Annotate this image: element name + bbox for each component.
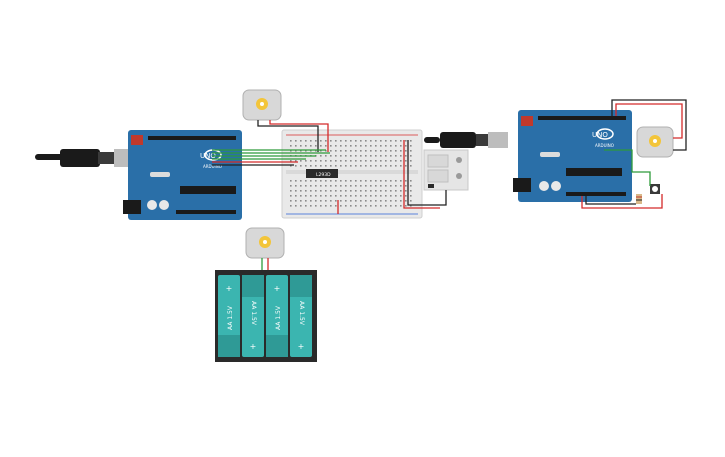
svg-text:AA 1.5V: AA 1.5V: [275, 305, 282, 330]
microcontroller-chip: [566, 168, 622, 176]
arduino-board-right[interactable]: UNO ARDUINO: [513, 110, 632, 202]
battery-cell-2: + AA 1.5V: [242, 275, 264, 357]
board-maker-label: ARDUINO: [595, 143, 614, 148]
svg-text:AA 1.5V: AA 1.5V: [298, 301, 305, 326]
svg-text:+: +: [250, 342, 257, 351]
push-button[interactable]: [650, 184, 660, 194]
usb-cable-left: [35, 149, 136, 167]
svg-text:AA 1.5V: AA 1.5V: [227, 305, 234, 330]
breadboard[interactable]: L293D: [281, 129, 423, 219]
dc-motor-bottom[interactable]: [245, 227, 285, 259]
reset-button[interactable]: [131, 135, 143, 145]
arduino-board-left[interactable]: UNO ARDUINO: [123, 130, 242, 220]
svg-text:+: +: [274, 284, 281, 293]
dc-motor-top[interactable]: [242, 89, 282, 121]
power-jack: [513, 178, 531, 192]
battery-pack[interactable]: + AA 1.5V + AA 1.5V + AA 1.5V + AA 1.5V: [215, 270, 317, 362]
digital-header: [148, 136, 236, 140]
relay-module[interactable]: [423, 149, 469, 191]
svg-text:+: +: [226, 284, 233, 293]
battery-cell-4: + AA 1.5V: [290, 275, 312, 357]
dc-motor-right[interactable]: [636, 126, 674, 158]
board-brand-label: UNO: [200, 152, 216, 160]
resistor: [636, 194, 642, 204]
reset-button[interactable]: [521, 116, 533, 126]
driver-chip: [306, 169, 338, 178]
board-brand-label: UNO: [592, 131, 608, 139]
board-maker-label: ARDUINO: [203, 164, 222, 169]
battery-cell-3: + AA 1.5V: [266, 275, 288, 357]
digital-header: [538, 116, 626, 120]
driver-chip-label: L293D: [316, 172, 331, 178]
power-jack: [123, 200, 141, 214]
analog-header: [176, 210, 236, 214]
battery-cell-1: + AA 1.5V: [218, 275, 240, 357]
wires: [212, 99, 687, 270]
analog-header: [566, 192, 626, 196]
svg-text:+: +: [298, 342, 305, 351]
svg-text:AA 1.5V: AA 1.5V: [250, 301, 257, 326]
microcontroller-chip: [180, 186, 236, 194]
usb-cable-right: [424, 132, 508, 148]
breadboard-holes: [290, 140, 412, 207]
